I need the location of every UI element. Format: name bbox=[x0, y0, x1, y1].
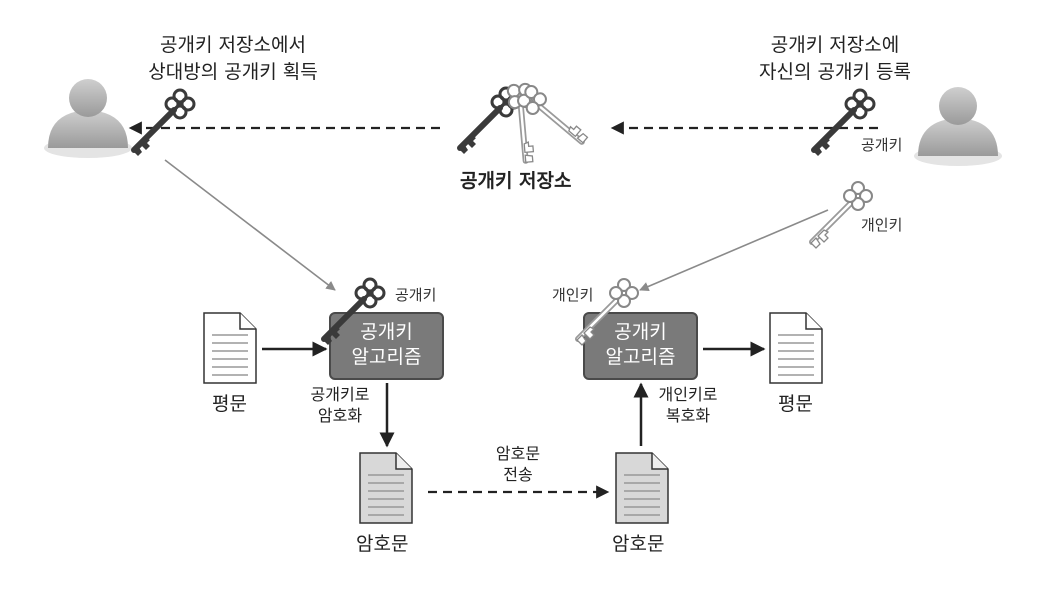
right-private-key-label: 개인키 bbox=[861, 216, 903, 234]
decrypt-label-2: 복호화 bbox=[665, 406, 711, 425]
encrypt-label-2: 암호화 bbox=[317, 406, 363, 425]
plaintext-right-document-icon bbox=[769, 312, 823, 384]
ciphertext-right-document-icon bbox=[615, 452, 669, 524]
left-caption-line-1: 공개키 저장소에서 bbox=[160, 34, 306, 56]
left-person-public-key-icon bbox=[133, 90, 194, 156]
encrypt-algorithm-box bbox=[329, 312, 444, 380]
key-store-label: 공개키 저장소 bbox=[460, 170, 572, 192]
left-caption-line-2: 상대방의 공개키 획득 bbox=[148, 61, 318, 83]
right-person-private-key-icon bbox=[811, 182, 872, 248]
encrypt-box-label-1: 공개키 bbox=[360, 321, 413, 343]
plaintext-right-label: 평문 bbox=[778, 393, 813, 415]
transmit-label-2: 전송 bbox=[503, 465, 533, 484]
decrypt-box-label-2: 알고리즘 bbox=[605, 346, 676, 368]
decrypt-label-1: 개인키로 bbox=[658, 385, 718, 404]
encrypt-public-key-label: 공개키 bbox=[395, 286, 437, 304]
right-caption-line-1: 공개키 저장소에 bbox=[770, 34, 900, 56]
person-left-icon bbox=[44, 79, 132, 158]
right-public-key-label: 공개키 bbox=[861, 136, 903, 154]
decrypt-private-key-label: 개인키 bbox=[552, 286, 594, 304]
plaintext-left-label: 평문 bbox=[212, 393, 247, 415]
right-caption-line-2: 자신의 공개키 등록 bbox=[759, 61, 911, 83]
encrypt-box-label-2: 알고리즘 bbox=[351, 346, 422, 368]
ciphertext-left-label: 암호문 bbox=[356, 533, 409, 555]
decrypt-algorithm-box bbox=[583, 312, 698, 380]
arrow-left-person-to-encrypt bbox=[164, 159, 336, 291]
plaintext-left-document-icon bbox=[203, 312, 257, 384]
ciphertext-left-document-icon bbox=[359, 452, 413, 524]
arrow-private-key-to-decrypt bbox=[639, 209, 829, 292]
key-store-keys-icon bbox=[459, 76, 588, 165]
encrypt-label-1: 공개키로 bbox=[310, 385, 370, 404]
decrypt-box-label-1: 공개키 bbox=[614, 321, 667, 343]
ciphertext-right-label: 암호문 bbox=[612, 533, 665, 555]
transmit-label-1: 암호문 bbox=[495, 444, 541, 463]
person-right-icon bbox=[914, 87, 1002, 166]
